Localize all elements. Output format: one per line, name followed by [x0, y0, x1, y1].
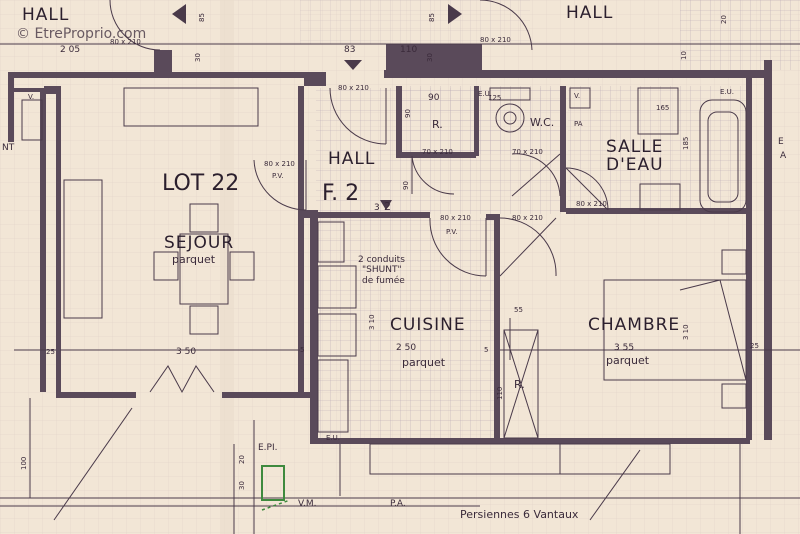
nt-left-label: NT: [2, 143, 15, 153]
storage-top-label: R.: [432, 118, 443, 131]
dim-100: 100: [20, 457, 28, 470]
thin-lines: [0, 43, 800, 534]
hall-center-label: HALL: [328, 149, 375, 169]
dim-25-b: 25: [750, 342, 759, 350]
salle-deau-label-line1: SALLE: [606, 137, 663, 157]
dim-3: 3: [374, 203, 380, 213]
dim-80x210-a: 80 x 210: [110, 38, 141, 46]
dim-25-a: 25: [46, 348, 55, 356]
walls: [8, 44, 772, 444]
dim-205: 2 05: [60, 45, 80, 55]
watermark: © EtreProprio.com: [16, 26, 146, 42]
wc-tiles: [400, 86, 560, 154]
dim-5-b: 5: [484, 346, 488, 354]
dim-310-b: 3 10: [682, 324, 690, 340]
storage-bottom-label: R.: [514, 378, 525, 391]
vm-pipe: [261, 465, 285, 501]
dim-165: 165: [656, 104, 669, 112]
pa-bottom-label: P.A.: [390, 499, 406, 509]
dim-70x210-a: 70 x 210: [422, 148, 453, 156]
cuisine-dim-label: 2 50: [396, 343, 416, 353]
top-hall-tiles: [300, 0, 530, 44]
eu-bath-label: E.U.: [720, 88, 734, 96]
vm-label: V.M.: [298, 499, 316, 509]
apartment-type-label: F. 2: [322, 181, 359, 206]
dim-80x210-door1: 80 x 210: [264, 160, 295, 168]
chambre-label: CHAMBRE: [588, 315, 680, 335]
apartment-type-subscript: 2: [384, 200, 391, 213]
dim-110: 110: [400, 45, 417, 55]
paper-fold: [220, 0, 234, 534]
dim-125: 125: [488, 94, 501, 102]
cuisine-label: CUISINE: [390, 315, 466, 335]
furniture: [21, 87, 747, 439]
dim-85-b: 85: [428, 13, 436, 22]
dim-83: 83: [344, 45, 355, 55]
dim-pv1: P.V.: [272, 172, 283, 180]
dim-20-b: 20: [720, 15, 728, 24]
arrows: [53, 4, 641, 521]
eu-wc-label: E.U.: [478, 90, 492, 98]
pa-wc-label: PA: [574, 120, 583, 128]
v-left-label: V.: [28, 93, 34, 101]
dim-20: 20: [238, 455, 246, 464]
wc-label: W.C.: [530, 116, 554, 129]
dim-80x210-c: 80 x 210: [338, 84, 369, 92]
conduits-label-line1: 2 conduits: [358, 255, 405, 265]
doors: [109, 0, 609, 394]
epi-label: E.PI.: [258, 443, 278, 453]
bathroom-tiles: [568, 86, 752, 214]
dim-30-a: 30: [194, 53, 202, 62]
dim-80x210-e: 80 x 210: [512, 214, 543, 222]
eu-kitchen-label: E.U.: [326, 434, 340, 442]
kitchen-tiles: [318, 218, 494, 440]
hall-top-right-label: HALL: [566, 3, 613, 23]
chambre-floor-label: parquet: [606, 354, 650, 367]
e-right-label: E: [778, 137, 784, 147]
dim-55: 55: [514, 306, 523, 314]
dim-30-b: 30: [426, 53, 434, 62]
chambre-dim-label: 3 55: [614, 343, 634, 353]
conduits-label-line3: de fumée: [362, 275, 405, 286]
dim-30-c: 30: [238, 481, 246, 490]
dim-85-a: 85: [198, 13, 206, 22]
dim-70x210-b: 70 x 210: [512, 148, 543, 156]
persiennes-label: Persiennes 6 Vantaux: [460, 508, 579, 521]
dim-5-a: 5: [300, 346, 304, 354]
dim-pv2: P.V.: [446, 228, 457, 236]
conduits-label-line2: "SHUNT": [362, 265, 402, 275]
cuisine-floor-label: parquet: [402, 356, 446, 369]
dim-185: 185: [682, 137, 690, 150]
sejour-floor-label: parquet: [172, 253, 216, 266]
dim-80x210-wc: 80 x 210: [576, 200, 607, 208]
a-right-label: A: [780, 151, 787, 161]
dim-310-a: 3 10: [368, 314, 376, 330]
vm-pipe-dash: [261, 499, 291, 511]
dim-110-vert: 110: [496, 387, 504, 400]
top-right-tiles: [680, 0, 800, 70]
dim-80x210-b: 80 x 210: [480, 36, 511, 44]
salle-deau-label-line2: D'EAU: [606, 155, 664, 175]
dim-90: 90: [428, 93, 440, 103]
dim-80x210-d: 80 x 210: [440, 214, 471, 222]
dim-10: 10: [680, 51, 688, 60]
v-wc-label: V.: [574, 92, 580, 100]
dim-350: 3 50: [176, 347, 196, 357]
lot-label: LOT 22: [162, 171, 239, 196]
sejour-label: SEJOUR: [164, 233, 234, 253]
hall-top-left-label: HALL: [22, 5, 69, 25]
dim-90-vert: 90: [404, 109, 412, 118]
dim-90-vert2: 90: [402, 181, 410, 190]
